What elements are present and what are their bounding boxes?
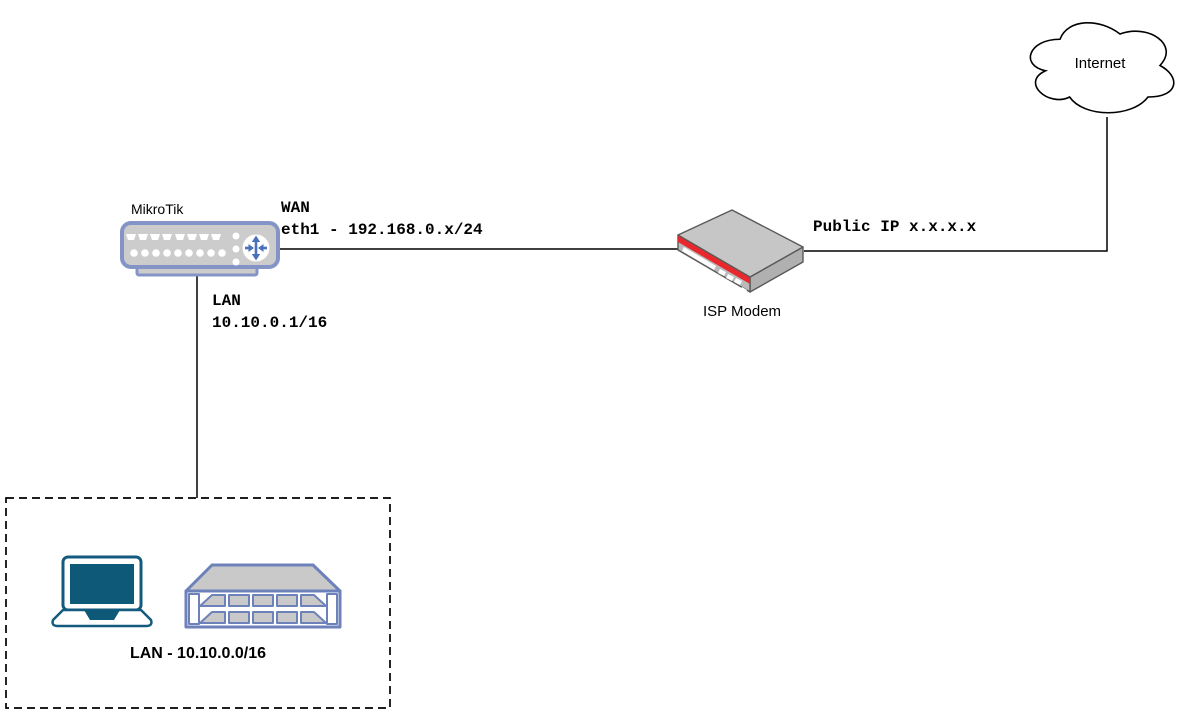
lan-label-line1: LAN [212, 292, 241, 310]
laptop-screen [70, 564, 134, 604]
wan-label-line1: WAN [281, 199, 310, 217]
isp-modem-label: ISP Modem [702, 303, 782, 320]
lan-interface-label: LAN 10.10.0.1/16 [212, 290, 327, 334]
switch-arrows-icon [242, 234, 270, 262]
laptop-trackpad [84, 610, 120, 620]
mikrotik-router-icon[interactable] [120, 221, 280, 277]
switch-leds [130, 232, 240, 266]
switch-body [120, 221, 280, 269]
isp-modem-icon[interactable] [677, 209, 804, 294]
wan-interface-label: WAN eth1 - 192.168.0.x/24 [281, 197, 483, 241]
modem-slots [682, 247, 747, 294]
internet-cloud-icon[interactable] [1029, 21, 1175, 114]
server-slats-row1 [199, 594, 327, 607]
modem-internet-line[interactable] [804, 117, 1108, 252]
internet-label: Internet [1074, 55, 1126, 72]
server-slats-row2 [199, 611, 327, 624]
server-icon[interactable] [184, 563, 342, 629]
public-ip-label: Public IP x.x.x.x [813, 218, 977, 236]
mikrotik-label: MikroTik [131, 201, 184, 217]
modem-red-stripe [678, 235, 750, 284]
lan-zone-label: LAN - 10.10.0.0/16 [129, 645, 267, 662]
lan-label-line2: 10.10.0.1/16 [212, 314, 328, 332]
switch-ports-top [126, 234, 221, 240]
wan-label-line2: eth1 - 192.168.0.x/24 [281, 221, 483, 239]
lan-boundary-box[interactable] [5, 497, 391, 709]
laptop-icon[interactable] [51, 555, 153, 628]
